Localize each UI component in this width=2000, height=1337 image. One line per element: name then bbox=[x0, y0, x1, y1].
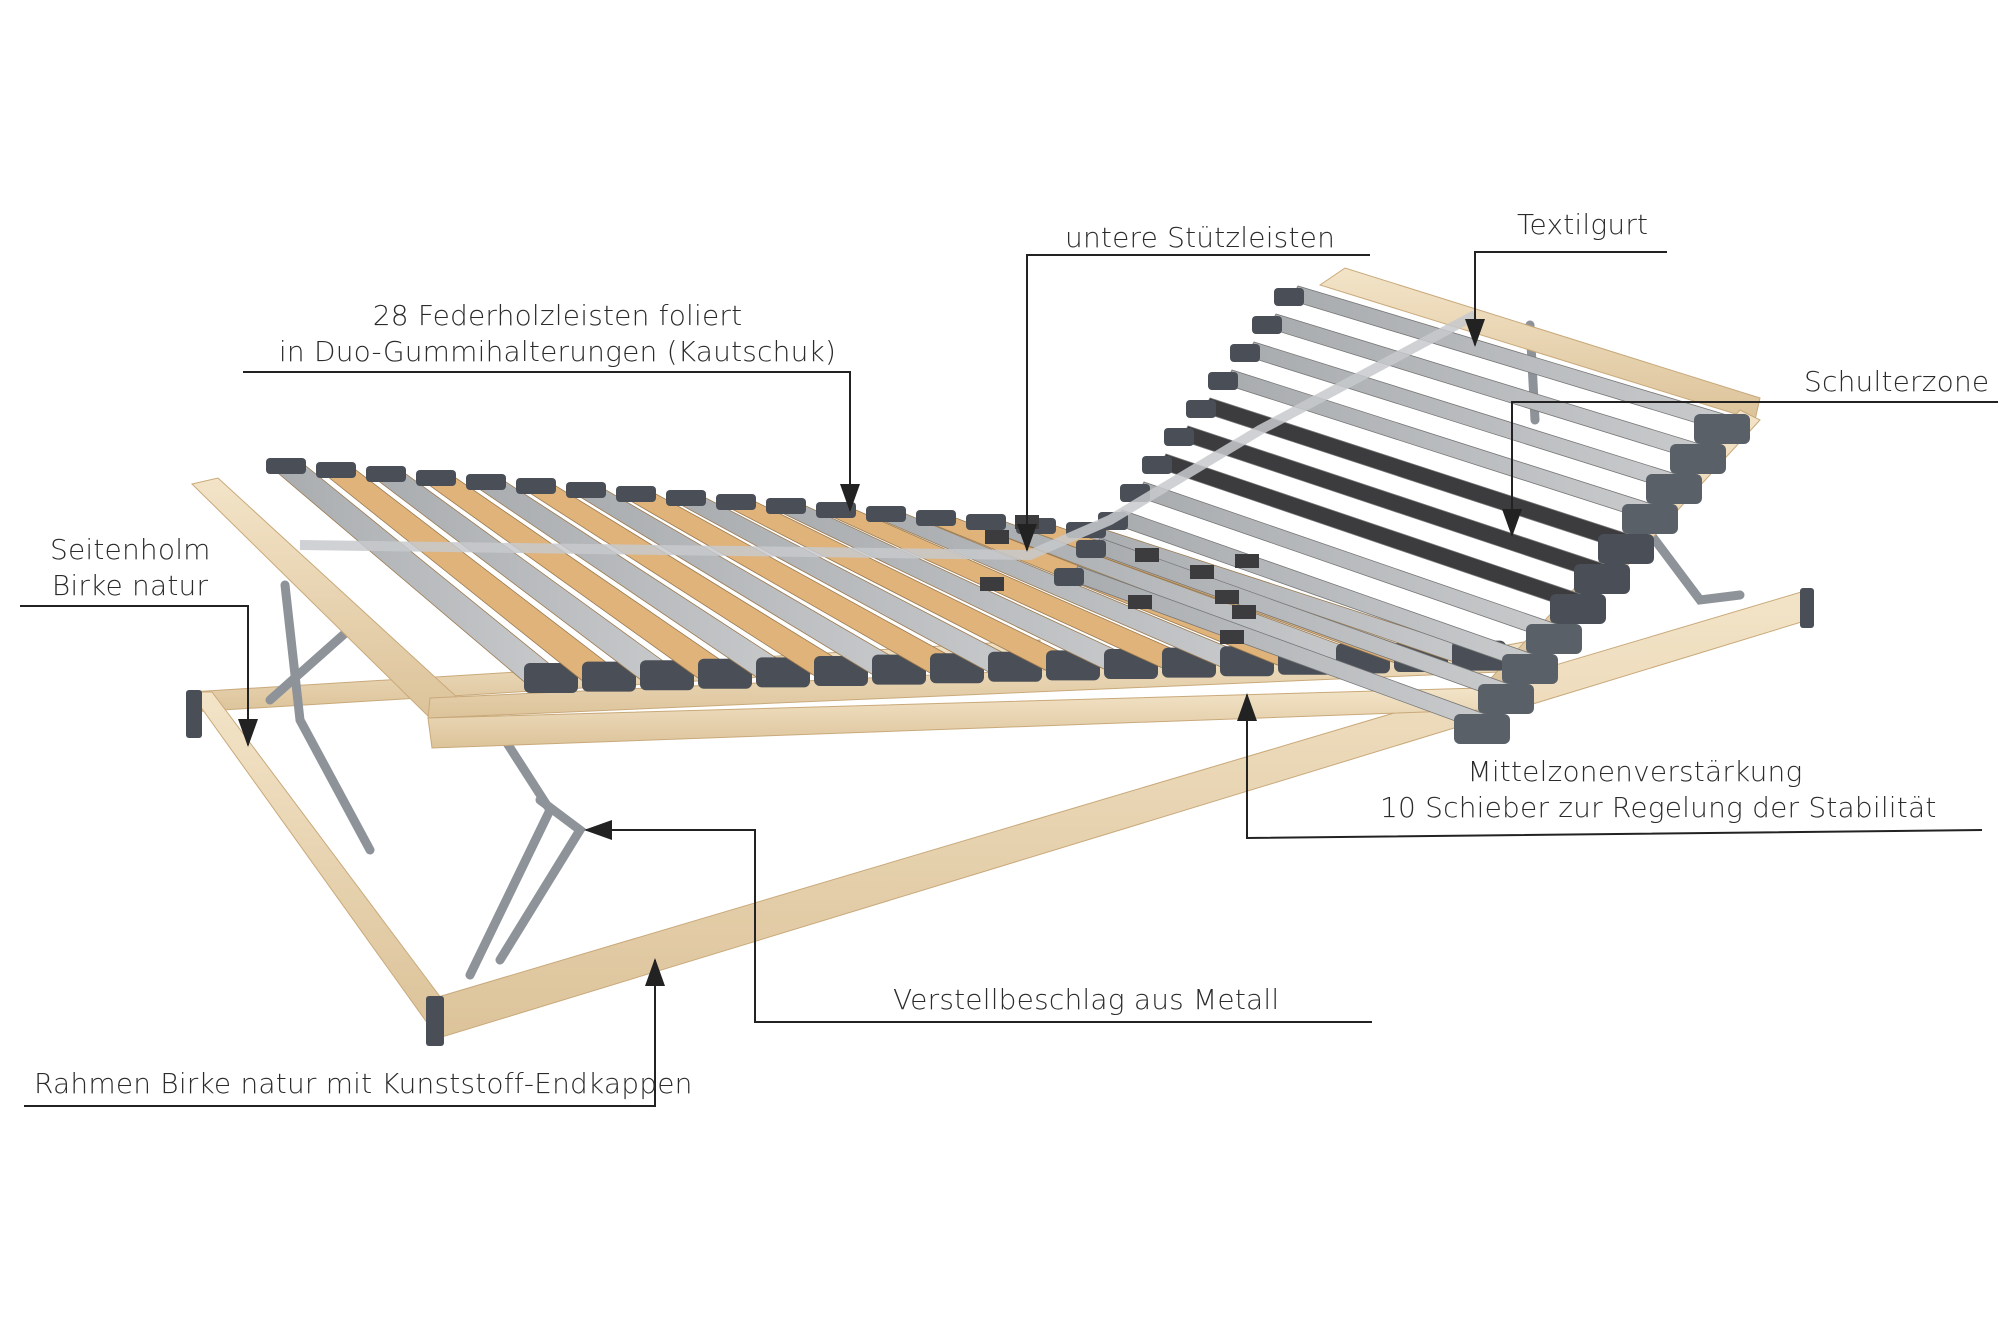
leader-side bbox=[20, 605, 258, 747]
slat-cap-front bbox=[1670, 444, 1726, 474]
label-center-line1: Mittelzonenverstärkung bbox=[1467, 755, 1803, 788]
slat-cap-back bbox=[966, 514, 1006, 530]
slat-cap-back bbox=[516, 478, 556, 494]
slat-cap-back bbox=[766, 498, 806, 514]
slat-cap-back bbox=[466, 474, 506, 490]
slat bbox=[1289, 285, 1731, 431]
fitting-head bbox=[1635, 515, 1745, 605]
center-zone-sliders bbox=[980, 515, 1259, 644]
end-cap-front bbox=[426, 996, 444, 1046]
label-side: Seitenholm Birke natur bbox=[50, 532, 210, 604]
slat-cap-front bbox=[1622, 504, 1678, 534]
textile-belt bbox=[299, 310, 1478, 561]
slat-cap-front bbox=[1574, 564, 1630, 594]
label-frame: Rahmen Birke natur mit Kunststoff-Endkap… bbox=[34, 1067, 693, 1100]
frame-rail-left bbox=[189, 691, 451, 1025]
slat-cap-front bbox=[1502, 654, 1558, 684]
leader-lines bbox=[20, 251, 1998, 1107]
slat-cap-front bbox=[1550, 594, 1606, 624]
slat-cap-back bbox=[1142, 456, 1172, 474]
label-center-line2: 10 Schieber zur Regelung der Stabilität bbox=[1380, 791, 1937, 824]
slat-cap-front bbox=[1526, 624, 1582, 654]
label-side-line2: Birke natur bbox=[51, 569, 209, 602]
slat-cap-front bbox=[1478, 684, 1534, 714]
slat-cap-back bbox=[1252, 316, 1282, 334]
slat-cap-back bbox=[866, 506, 906, 522]
fitting-left bbox=[280, 580, 375, 855]
label-fitting: Verstellbeschlag aus Metall bbox=[893, 983, 1280, 1016]
end-cap-left bbox=[186, 690, 202, 738]
leader-slats bbox=[243, 371, 860, 512]
label-slats: 28 Federholzleisten foliert in Duo-Gummi… bbox=[270, 298, 845, 370]
slat-cap-back bbox=[616, 486, 656, 502]
slat-cap-back bbox=[1054, 568, 1084, 586]
slat-cap-back bbox=[416, 470, 456, 486]
slat-cap-back bbox=[1274, 288, 1304, 306]
slat-cap-back bbox=[316, 462, 356, 478]
slat-cap-back bbox=[716, 494, 756, 510]
label-side-line1: Seitenholm bbox=[50, 533, 211, 566]
slat-cap-back bbox=[1186, 400, 1216, 418]
slat-cap-front bbox=[756, 657, 810, 688]
slat-cap-back bbox=[1230, 344, 1260, 362]
leader-support bbox=[1017, 254, 1370, 552]
slat-cap-front bbox=[698, 658, 752, 689]
slat-cap-front bbox=[640, 660, 694, 691]
slat-cap-front bbox=[1646, 474, 1702, 504]
slat-cap-back bbox=[1164, 428, 1194, 446]
slat-cap-back bbox=[1208, 372, 1238, 390]
label-shoulder: Schulterzone bbox=[1804, 365, 1990, 398]
head-slat-group bbox=[1054, 285, 1750, 744]
slat-cap-front bbox=[1454, 714, 1510, 744]
leader-shoulder bbox=[1502, 401, 1998, 537]
slat-cap-back bbox=[1076, 540, 1106, 558]
leader-belt bbox=[1465, 251, 1667, 347]
slat-cap-back bbox=[366, 466, 406, 482]
slat-cap-back bbox=[566, 482, 606, 498]
slat-cap-front bbox=[1598, 534, 1654, 564]
label-center: Mittelzonenverstärkung 10 Schieber zur R… bbox=[1380, 754, 1937, 826]
slat-cap-front bbox=[524, 663, 578, 693]
leader-center bbox=[1237, 693, 1983, 840]
fitting-front-brace bbox=[495, 795, 586, 965]
slat-cap-front bbox=[582, 661, 636, 692]
label-slats-line1: 28 Federholzleisten foliert bbox=[372, 299, 743, 332]
end-cap-right bbox=[1800, 588, 1814, 628]
slat-cap-front bbox=[1694, 414, 1750, 444]
label-support: untere Stützleisten bbox=[1065, 221, 1336, 254]
slat-cap-back bbox=[666, 490, 706, 506]
headrest-rail-back bbox=[1318, 267, 1761, 421]
leader-frame bbox=[24, 958, 665, 1107]
label-belt: Textilgurt bbox=[1517, 208, 1649, 241]
label-slats-line2: in Duo-Gummihalterungen (Kautschuk) bbox=[278, 335, 837, 368]
slat-cap-back bbox=[266, 458, 306, 474]
slat-cap-back bbox=[916, 510, 956, 526]
leader-fitting bbox=[584, 820, 1372, 1023]
